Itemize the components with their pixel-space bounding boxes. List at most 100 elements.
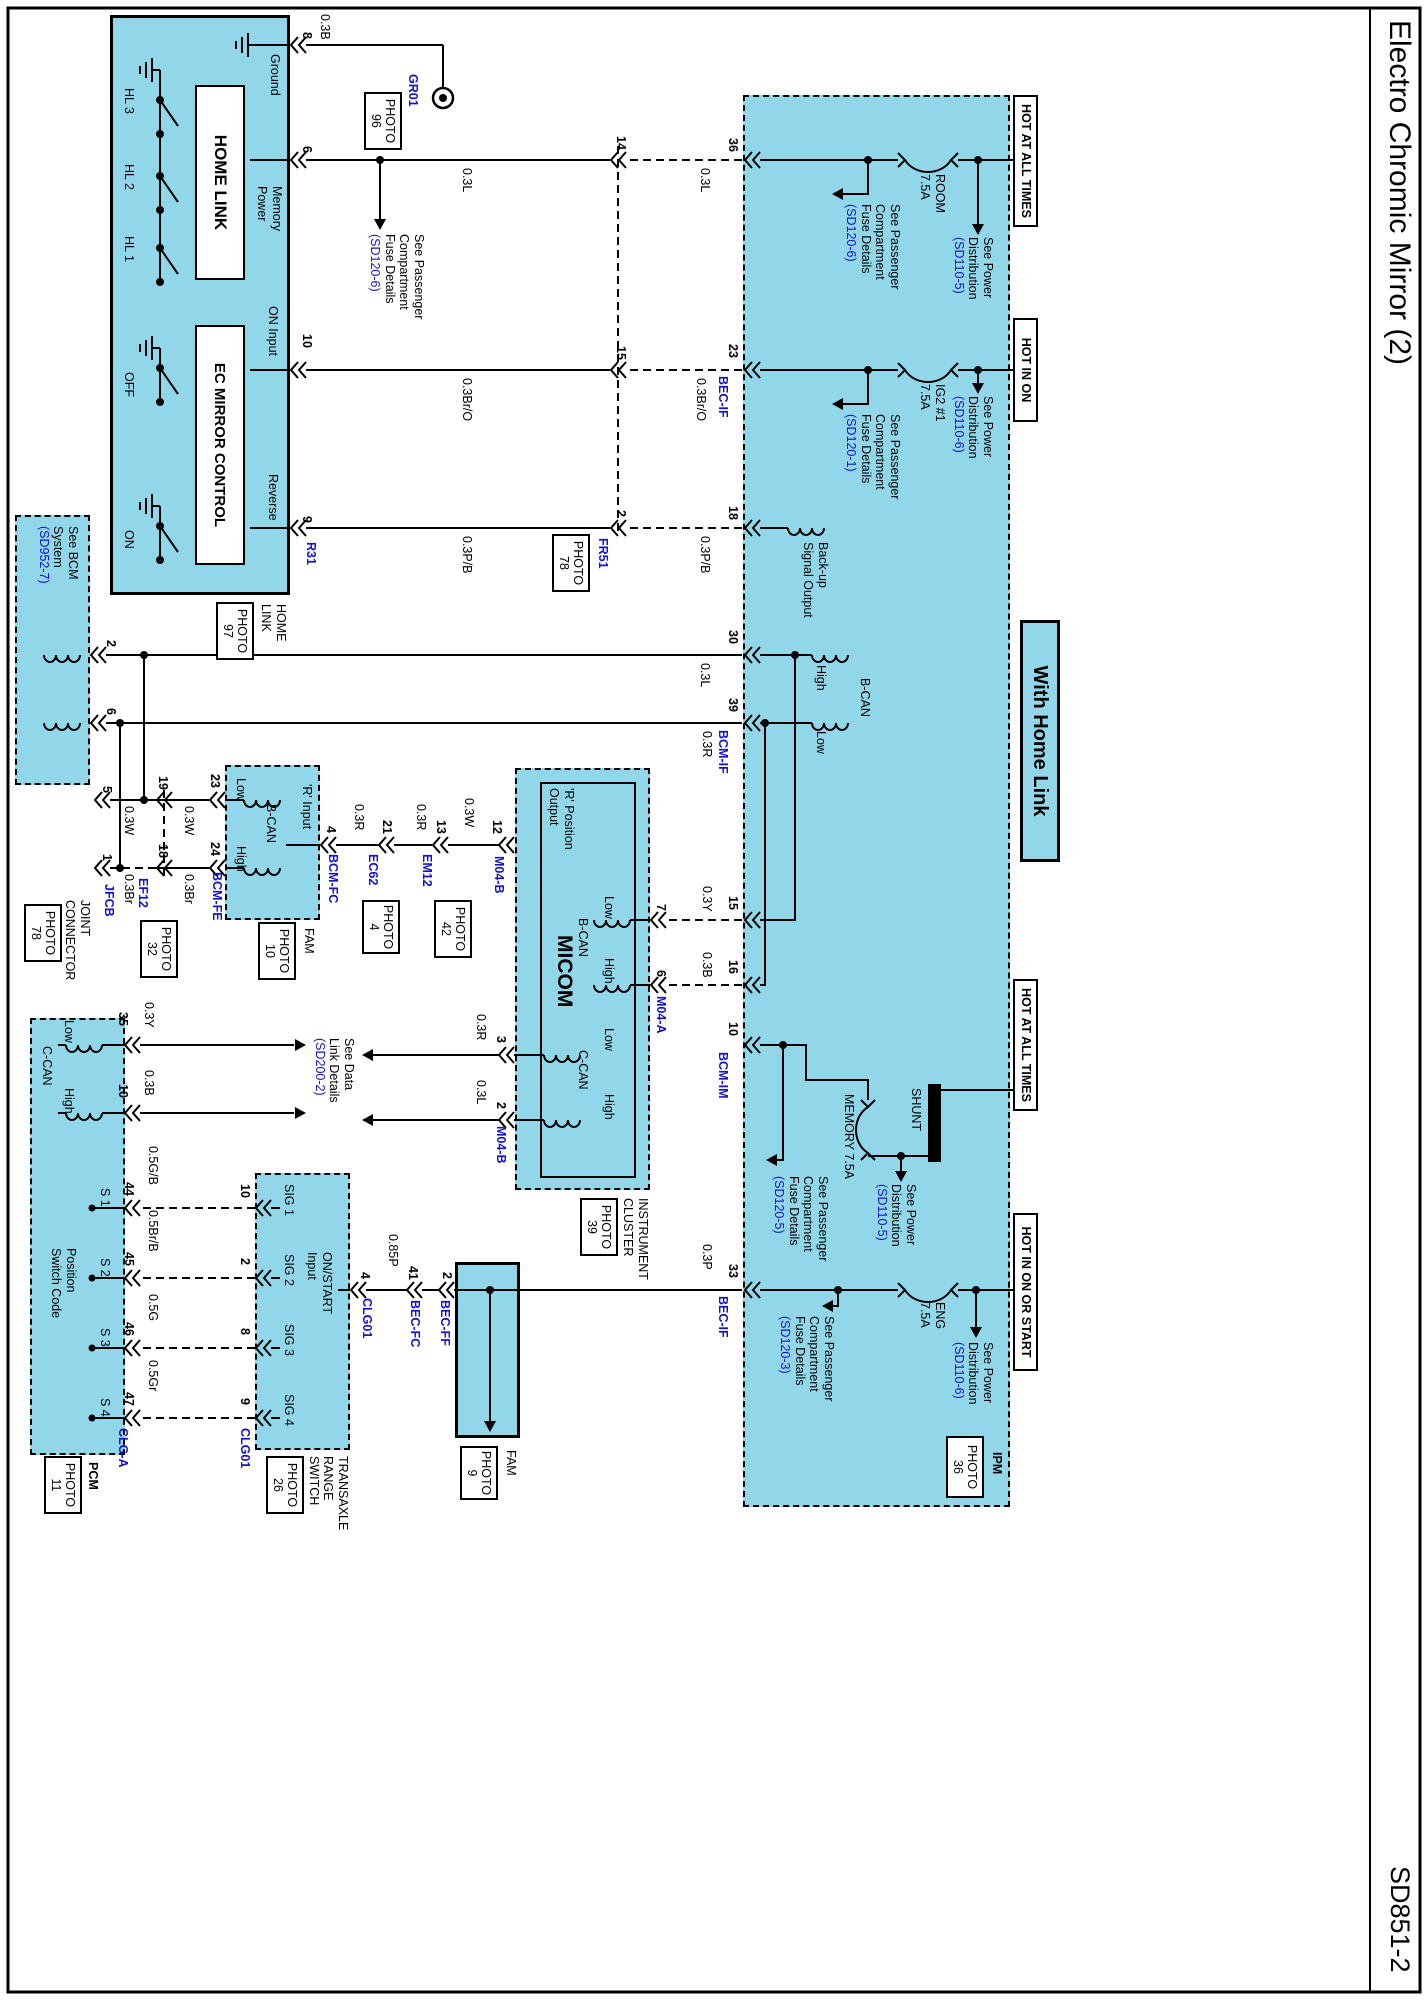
s1: S 1 bbox=[98, 1188, 112, 1207]
photo-10: PHOTO 10 bbox=[258, 922, 296, 980]
hot-memory: HOT AT ALL TIMES bbox=[1013, 979, 1038, 1111]
wire-05gr: 0.5Gr bbox=[146, 1360, 160, 1392]
micom-bcan-high: High bbox=[602, 958, 616, 984]
pin-4-fam: 4 bbox=[324, 826, 338, 833]
with-home-link-banner: With Home Link bbox=[1020, 620, 1060, 862]
pin-33: 33 bbox=[726, 1264, 740, 1278]
wire-03p: 0.3P bbox=[700, 1244, 714, 1270]
switch-on: ON bbox=[122, 530, 136, 549]
hot-eng: HOT IN ON OR START bbox=[1013, 1213, 1038, 1371]
memory-power: Memory Power bbox=[255, 186, 285, 232]
pin-47: 47 bbox=[122, 1392, 136, 1406]
sig1: SIG 1 bbox=[282, 1184, 296, 1216]
wire-03bro-1: 0.3Br/O bbox=[694, 378, 708, 422]
wire-03bro-2: 0.3Br/O bbox=[460, 378, 474, 422]
see-fuse-details-1-ref: (SD120-6) bbox=[844, 204, 858, 262]
gr01-ground-symbol bbox=[431, 86, 455, 110]
conn-fr51: FR51 bbox=[596, 538, 610, 569]
pin-44: 44 bbox=[122, 1182, 136, 1196]
on-input: ON Input bbox=[266, 306, 280, 357]
home-link-label-box: HOME LINK bbox=[195, 85, 245, 280]
backup-signal: Back-up Signal Output bbox=[801, 542, 831, 618]
wire-05g: 0.5G bbox=[146, 1294, 160, 1322]
transaxle-range-switch: TRANSAXLE RANGE SWITCH bbox=[307, 1456, 350, 1531]
photo-78-fr51: PHOTO 78 bbox=[552, 534, 590, 592]
fuse-room-label: ROOM 7.5A bbox=[918, 174, 948, 213]
pin-13: 13 bbox=[434, 820, 448, 834]
switch-hl1: HL 1 bbox=[122, 236, 136, 262]
conn-bec-if-1: BEC-IF bbox=[716, 376, 730, 418]
conn-em12: EM12 bbox=[420, 854, 434, 887]
pin-7-micom: 7 bbox=[654, 904, 668, 911]
bcan-bus: B-CAN bbox=[858, 678, 872, 717]
conn-m04a: M04-A bbox=[654, 996, 668, 1034]
bcan-high: High bbox=[814, 665, 828, 691]
photo-39: PHOTO 39 bbox=[580, 1198, 618, 1256]
photo-96: PHOTO 96 bbox=[364, 92, 402, 150]
see-fuse-details-3: See Passenger Compartment Fuse Details bbox=[787, 1176, 830, 1262]
see-power-dist-2: See Power Distribution bbox=[966, 396, 996, 459]
wire-03pb-2: 0.3P/B bbox=[460, 536, 474, 574]
fuse-ig2-label: IG2 #1 7.5A bbox=[918, 384, 948, 422]
see-power-dist-3: See Power Distribution bbox=[889, 1184, 919, 1247]
photo-36: PHOTO 36 bbox=[946, 1436, 984, 1498]
micom-bcan-bus: B-CAN bbox=[576, 918, 590, 957]
pin-12: 12 bbox=[490, 820, 504, 834]
conn-m04b-1: M04-B bbox=[492, 856, 506, 894]
r-input: 'R' Input bbox=[300, 784, 314, 830]
pin-15: 15 bbox=[726, 896, 740, 910]
pin-10-trs: 10 bbox=[238, 1184, 252, 1198]
hot-room: HOT AT ALL TIMES bbox=[1013, 95, 1038, 227]
sig2: SIG 2 bbox=[282, 1254, 296, 1286]
pcm-ccan-bus: C-CAN bbox=[40, 1046, 54, 1086]
conn-r31: R31 bbox=[304, 542, 318, 565]
conn-bcm-im: BCM-IM bbox=[716, 1052, 730, 1099]
pin-9-mirror: 9 bbox=[300, 516, 314, 523]
micom-ccan-low: Low bbox=[602, 1028, 616, 1051]
see-power-dist-4-ref: (SD110-6) bbox=[952, 1342, 966, 1399]
wire-03r-2: 0.3R bbox=[352, 804, 366, 831]
pin-14: 14 bbox=[614, 136, 628, 150]
wire-03y-2: 0.3Y bbox=[142, 1002, 156, 1028]
wire-03r-4: 0.3R bbox=[474, 1014, 488, 1041]
photo-97: PHOTO 97 bbox=[216, 602, 254, 660]
wire-03l-1: 0.3L bbox=[698, 168, 712, 193]
see-fuse-details-4-ref: (SD120-3) bbox=[778, 1316, 792, 1374]
pin-6-bcm: 6 bbox=[104, 708, 118, 715]
wire-03br-1: 0.3Br bbox=[122, 874, 136, 904]
fuse-eng-label: ENG 7.5A bbox=[918, 1302, 948, 1330]
ground-label: Ground bbox=[268, 54, 282, 96]
see-power-dist-4: See Power Distribution bbox=[966, 1342, 996, 1405]
ipm-label: IPM bbox=[990, 1452, 1004, 1475]
pcm-ccan-high: High bbox=[62, 1088, 76, 1114]
see-fuse-details-4: See Passenger Compartment Fuse Details bbox=[793, 1316, 836, 1402]
position-switch-code: Position Switch Code bbox=[49, 1248, 79, 1319]
reverse: Reverse bbox=[266, 474, 280, 521]
pin-2-bcm: 2 bbox=[104, 640, 118, 647]
pin-2-micom: 2 bbox=[494, 1102, 508, 1109]
conn-bcm-if: BCM-IF bbox=[716, 730, 730, 774]
switch-hl3: HL 3 bbox=[122, 88, 136, 114]
wire-03w-2: 0.3W bbox=[182, 806, 196, 836]
conn-ef12: EF12 bbox=[136, 878, 150, 908]
photo-4: PHOTO 4 bbox=[362, 900, 400, 954]
pin-2-trs: 2 bbox=[238, 1258, 252, 1265]
wire-05gb: 0.5G/B bbox=[146, 1146, 160, 1185]
pin-10-ipm: 10 bbox=[726, 1022, 740, 1036]
wire-03l-3: 0.3L bbox=[698, 663, 712, 688]
conn-bec-fc: BEC-FC bbox=[408, 1300, 422, 1348]
see-fuse-details-5: See Passenger Compartment Fuse Details bbox=[383, 234, 426, 320]
wire-05brb: 0.5Br/B bbox=[146, 1210, 160, 1252]
bcan-low: Low bbox=[814, 731, 828, 754]
conn-bcm-fe: BCM-FE bbox=[210, 872, 224, 921]
conn-m04b-2: M04-B bbox=[494, 1126, 508, 1164]
pin-45: 45 bbox=[122, 1252, 136, 1266]
micom-ccan-bus: C-CAN bbox=[576, 1050, 590, 1090]
pin-18: 18 bbox=[726, 506, 740, 520]
fuse-memory-label: MEMORY 7.5A bbox=[842, 1094, 856, 1179]
pin-24-fam: 24 bbox=[208, 842, 222, 856]
pin-46: 46 bbox=[122, 1322, 136, 1336]
see-power-dist-1-ref: (SD110-5) bbox=[952, 237, 966, 294]
